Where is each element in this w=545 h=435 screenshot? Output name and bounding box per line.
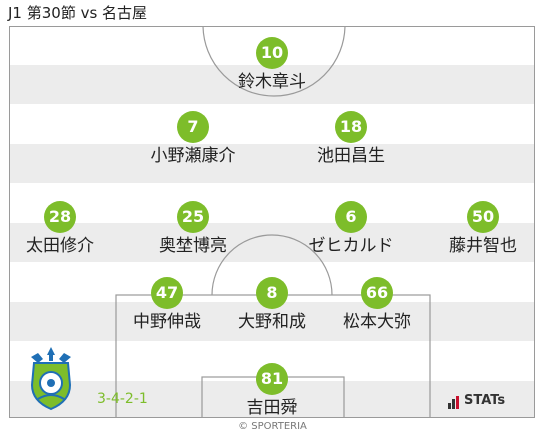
pitch-stripe xyxy=(10,223,534,262)
player-marker[interactable]: 50 藤井智也 xyxy=(423,201,543,256)
player-number: 28 xyxy=(44,201,76,233)
player-marker[interactable]: 25 奥埜博亮 xyxy=(133,201,253,256)
player-number: 6 xyxy=(335,201,367,233)
pitch-stripe xyxy=(10,144,534,183)
player-number: 10 xyxy=(256,37,288,69)
player-number: 47 xyxy=(151,277,183,309)
player-name: 太田修介 xyxy=(26,236,94,256)
player-name: 大野和成 xyxy=(238,312,306,332)
player-number: 8 xyxy=(256,277,288,309)
player-name: 小野瀬康介 xyxy=(150,146,236,166)
player-number: 66 xyxy=(361,277,393,309)
player-number: 25 xyxy=(177,201,209,233)
player-number: 18 xyxy=(335,111,367,143)
player-name: 吉田舜 xyxy=(246,398,298,418)
player-marker[interactable]: 47 中野伸哉 xyxy=(107,277,227,332)
stats-brand: STATs xyxy=(464,393,506,408)
player-marker[interactable]: 10 鈴木章斗 xyxy=(212,37,332,92)
player-marker[interactable]: 81 吉田舜 xyxy=(212,363,332,418)
formation-label: 3-4-2-1 xyxy=(97,391,148,407)
copyright: © SPORTERIA xyxy=(238,421,307,432)
player-name: 藤井智也 xyxy=(449,236,517,256)
player-marker[interactable]: 7 小野瀬康介 xyxy=(133,111,253,166)
page-title: J1 第30節 vs 名古屋 xyxy=(8,4,148,22)
player-marker[interactable]: 6 ゼヒカルド xyxy=(291,201,411,256)
player-name: ゼヒカルド xyxy=(308,236,394,256)
player-number: 50 xyxy=(467,201,499,233)
pitch xyxy=(9,26,535,418)
stats-logo: STATs xyxy=(448,393,505,409)
pitch-stripe xyxy=(10,65,534,104)
player-number: 81 xyxy=(256,363,288,395)
player-marker[interactable]: 66 松本大弥 xyxy=(317,277,437,332)
player-marker[interactable]: 18 池田昌生 xyxy=(291,111,411,166)
player-name: 松本大弥 xyxy=(343,312,411,332)
player-marker[interactable]: 8 大野和成 xyxy=(212,277,332,332)
stats-bars-icon xyxy=(448,394,460,409)
player-name: 奥埜博亮 xyxy=(159,236,227,256)
player-marker[interactable]: 28 太田修介 xyxy=(0,201,120,256)
team-crest-icon xyxy=(30,347,72,411)
player-name: 鈴木章斗 xyxy=(238,72,306,92)
player-name: 中野伸哉 xyxy=(133,312,201,332)
player-number: 7 xyxy=(177,111,209,143)
player-name: 池田昌生 xyxy=(317,146,385,166)
